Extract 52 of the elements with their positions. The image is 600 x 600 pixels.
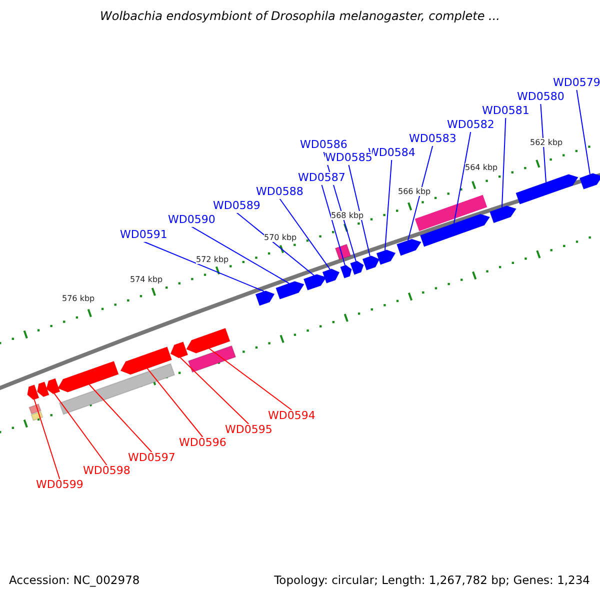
title: Wolbachia endosymbiont of Drosophila melanogaster, complete ...: [100, 9, 500, 23]
leader-line: [454, 131, 472, 224]
gene-feature: [350, 260, 364, 275]
gene-feature: [340, 265, 352, 278]
gene-feature: [490, 206, 516, 223]
accession-text: Accession: NC_002978: [9, 574, 140, 588]
leader-line: [191, 226, 290, 284]
scale-label: 572 kbp: [196, 255, 229, 264]
gene-label: WD0589: [213, 200, 260, 213]
leader-line: [408, 145, 434, 241]
gene-feature: [580, 173, 600, 190]
scale-label: 566 kbp: [398, 187, 431, 196]
leader-line: [321, 184, 346, 266]
gene-label: WD0588: [256, 186, 304, 199]
gene-feature: [396, 239, 422, 256]
scale-label: 574 kbp: [130, 275, 163, 284]
leader-line: [34, 399, 60, 480]
gene-feature: [37, 378, 60, 397]
gene-feature: [58, 361, 119, 392]
feature-bar: [414, 194, 488, 232]
gene-feature: [170, 342, 188, 358]
leader-line: [348, 164, 370, 257]
leader-line: [88, 384, 152, 452]
gene-feature: [362, 256, 380, 270]
leader-line: [384, 159, 392, 251]
gene-feature: [322, 268, 340, 284]
gene-feature: [304, 274, 326, 290]
gene-feature: [376, 250, 396, 265]
leader-line: [576, 89, 590, 175]
gene-feature: [256, 290, 274, 306]
scale-label: 570 kbp: [264, 233, 297, 242]
scale-label: 568 kbp: [331, 211, 364, 220]
gene-feature: [276, 281, 304, 300]
gene-feature: [120, 346, 172, 375]
leader-line: [236, 212, 314, 276]
scale-label: 576 kbp: [62, 294, 95, 304]
scale-label: 564 kbp: [465, 163, 498, 172]
gene-label: WD0587: [298, 172, 346, 185]
gene-feature: [186, 328, 230, 354]
gene-label: WD0590: [168, 214, 216, 227]
leader-line: [279, 198, 330, 270]
genome-info-text: Topology: circular; Length: 1,267,782 bp; Genes: 1,234: [274, 574, 590, 588]
gene-feature: [27, 384, 39, 400]
leader-line: [208, 348, 292, 410]
leader-line: [143, 241, 264, 292]
leader-line: [146, 368, 204, 438]
leader-line: [54, 393, 108, 466]
scale-label: 562 kbp: [530, 138, 563, 148]
leader-line: [502, 117, 506, 208]
gene-label: WD0591: [120, 229, 168, 242]
leader-line: [540, 103, 546, 183]
gene-feature: [420, 214, 490, 247]
